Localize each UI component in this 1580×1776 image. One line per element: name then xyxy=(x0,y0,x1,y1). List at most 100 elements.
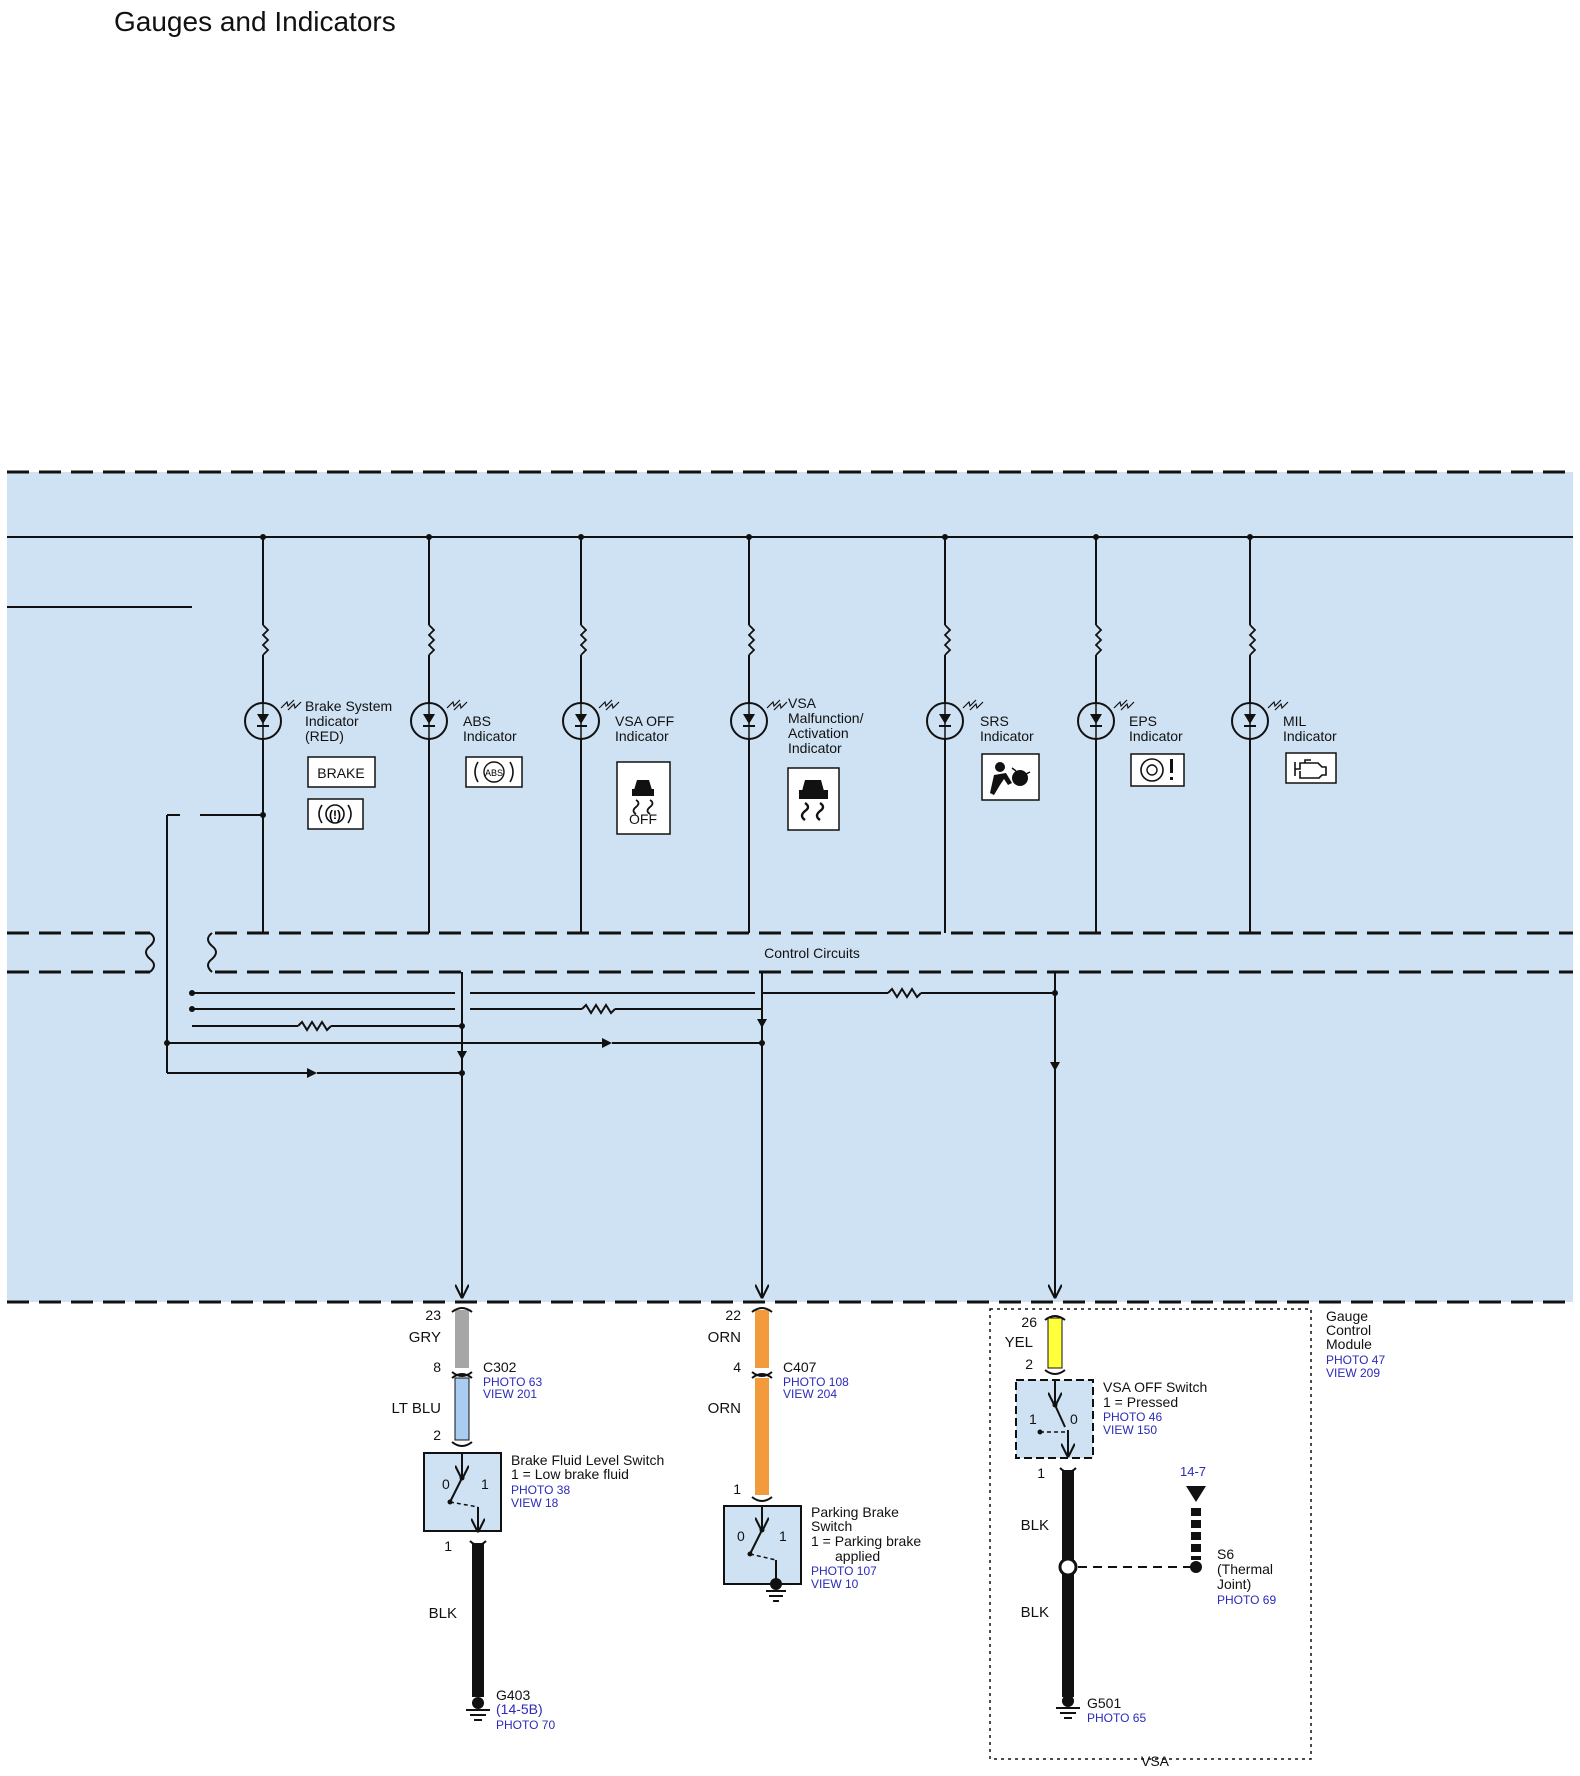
vsa-box xyxy=(989,1308,1312,1760)
svg-text:BRAKE: BRAKE xyxy=(317,765,364,781)
svg-text:26: 26 xyxy=(1021,1314,1037,1330)
page-title: Gauges and Indicators xyxy=(114,6,396,37)
svg-text:PHOTO 65: PHOTO 65 xyxy=(1087,1711,1146,1725)
svg-text:PHOTO 46: PHOTO 46 xyxy=(1103,1410,1162,1424)
svg-text:PHOTO 108: PHOTO 108 xyxy=(783,1375,849,1389)
svg-text:Parking Brake: Parking Brake xyxy=(811,1504,899,1520)
svg-text:Indicator: Indicator xyxy=(788,740,842,756)
svg-text:BLK: BLK xyxy=(1021,1517,1049,1534)
ground-g501 xyxy=(1056,1695,1080,1719)
svg-text:1 = Pressed: 1 = Pressed xyxy=(1103,1394,1178,1410)
svg-text:PHOTO 63: PHOTO 63 xyxy=(483,1375,542,1389)
svg-text:1: 1 xyxy=(481,1476,489,1492)
brake-text-icon: BRAKE xyxy=(307,756,376,788)
indicator-branch-srs xyxy=(926,534,984,933)
svg-text:Module: Module xyxy=(1326,1336,1372,1352)
svg-text:23: 23 xyxy=(425,1307,441,1323)
svg-text:VIEW 10: VIEW 10 xyxy=(811,1577,859,1591)
svg-text:Indicator: Indicator xyxy=(1129,728,1183,744)
svg-text:PHOTO 69: PHOTO 69 xyxy=(1217,1593,1276,1607)
svg-text:VIEW 204: VIEW 204 xyxy=(783,1387,837,1401)
srs-airbag-icon xyxy=(981,753,1040,801)
svg-text:(RED): (RED) xyxy=(305,728,344,744)
indicator-branch-vsa-malf xyxy=(730,534,788,933)
svg-text:MIL: MIL xyxy=(1283,713,1307,729)
indicator-label-srs: SRS Indicator xyxy=(980,713,1034,744)
svg-text:1: 1 xyxy=(779,1528,787,1544)
indicator-label-eps: EPS Indicator xyxy=(1129,713,1183,744)
wire-blk-brake xyxy=(472,1543,484,1697)
svg-text:OFF: OFF xyxy=(629,811,657,827)
parking-brake-switch: 0 1 xyxy=(723,1505,802,1585)
wire-yel xyxy=(1047,1317,1063,1369)
wire-orn-top xyxy=(755,1310,769,1368)
svg-text:1: 1 xyxy=(444,1538,452,1554)
svg-text:Brake Fluid Level Switch: Brake Fluid Level Switch xyxy=(511,1452,664,1468)
svg-text:VSA OFF Switch: VSA OFF Switch xyxy=(1103,1379,1207,1395)
ground-parking-brake xyxy=(766,1578,786,1602)
svg-text:1: 1 xyxy=(1037,1465,1045,1481)
svg-text:Switch: Switch xyxy=(811,1518,852,1534)
svg-text:ORN: ORN xyxy=(708,1400,741,1417)
svg-text:1: 1 xyxy=(733,1481,741,1497)
abs-icon: ABS xyxy=(465,756,523,788)
indicator-branch-abs xyxy=(410,534,468,933)
brake-fluid-level-switch: 0 1 xyxy=(423,1452,502,1531)
svg-text:EPS: EPS xyxy=(1129,713,1157,729)
svg-text:8: 8 xyxy=(433,1359,441,1375)
vsa-off-switch: 1 0 xyxy=(1015,1379,1094,1459)
vsa-skid-car-icon xyxy=(787,767,840,831)
svg-text:PHOTO 47: PHOTO 47 xyxy=(1326,1353,1385,1367)
svg-text:VSA OFF: VSA OFF xyxy=(615,713,674,729)
svg-text:VSA: VSA xyxy=(1141,1753,1170,1769)
svg-text:LT BLU: LT BLU xyxy=(392,1400,441,1417)
svg-text:(!): (!) xyxy=(329,808,341,822)
indicator-label-vsa-malfunction: VSA Malfunction/ Activation Indicator xyxy=(788,695,864,756)
gauge-control-module-area xyxy=(7,472,1573,1302)
svg-text:BLK: BLK xyxy=(1021,1604,1049,1621)
svg-text:Brake System: Brake System xyxy=(305,698,392,714)
connector-c407: C407 xyxy=(783,1359,817,1375)
svg-text:0: 0 xyxy=(442,1476,450,1492)
svg-text:Indicator: Indicator xyxy=(305,713,359,729)
svg-text:ORN: ORN xyxy=(708,1329,741,1346)
brake-warning-icon: (!) xyxy=(307,798,364,830)
svg-text:ABS: ABS xyxy=(463,713,491,729)
ground-g403 xyxy=(466,1697,490,1721)
svg-text:1: 1 xyxy=(1029,1411,1037,1427)
vsa-off-icon: OFF xyxy=(616,761,671,835)
svg-text:VIEW 18: VIEW 18 xyxy=(511,1496,559,1510)
svg-text:G403: G403 xyxy=(496,1687,530,1703)
svg-text:applied: applied xyxy=(835,1548,880,1564)
svg-text:Indicator: Indicator xyxy=(463,728,517,744)
svg-text:VIEW 201: VIEW 201 xyxy=(483,1387,537,1401)
svg-text:22: 22 xyxy=(725,1307,741,1323)
indicator-label-vsa-off: VSA OFF Indicator xyxy=(615,713,674,744)
svg-text:Gauge: Gauge xyxy=(1326,1308,1368,1324)
mil-engine-icon xyxy=(1285,752,1337,784)
svg-text:PHOTO 107: PHOTO 107 xyxy=(811,1564,877,1578)
svg-text:YEL: YEL xyxy=(1005,1334,1033,1351)
svg-text:VIEW 150: VIEW 150 xyxy=(1103,1423,1157,1437)
svg-text:BLK: BLK xyxy=(429,1605,457,1622)
connector-c302: C302 xyxy=(483,1359,517,1375)
wire-gry xyxy=(455,1310,469,1368)
indicator-branch-brake xyxy=(244,534,302,933)
control-circuits-label: Control Circuits xyxy=(764,945,860,961)
indicator-label-brake: Brake System Indicator (RED) xyxy=(305,698,392,744)
svg-text:PHOTO 70: PHOTO 70 xyxy=(496,1718,555,1732)
svg-text:Indicator: Indicator xyxy=(980,728,1034,744)
wire-lt-blu xyxy=(454,1377,470,1441)
svg-text:4: 4 xyxy=(733,1359,741,1375)
svg-text:2: 2 xyxy=(433,1427,441,1443)
gauge-control-module-label: Gauge Control Module PHOTO 47 VIEW 209 xyxy=(1326,1308,1385,1380)
svg-text:G501: G501 xyxy=(1087,1695,1121,1711)
indicator-branch-mil xyxy=(1231,534,1289,933)
svg-text:Indicator: Indicator xyxy=(1283,728,1337,744)
svg-text:PHOTO 38: PHOTO 38 xyxy=(511,1483,570,1497)
svg-text:0: 0 xyxy=(1070,1411,1078,1427)
eps-steering-icon xyxy=(1130,753,1185,787)
svg-text:SRS: SRS xyxy=(980,713,1009,729)
indicator-label-mil: MIL Indicator xyxy=(1283,713,1337,744)
